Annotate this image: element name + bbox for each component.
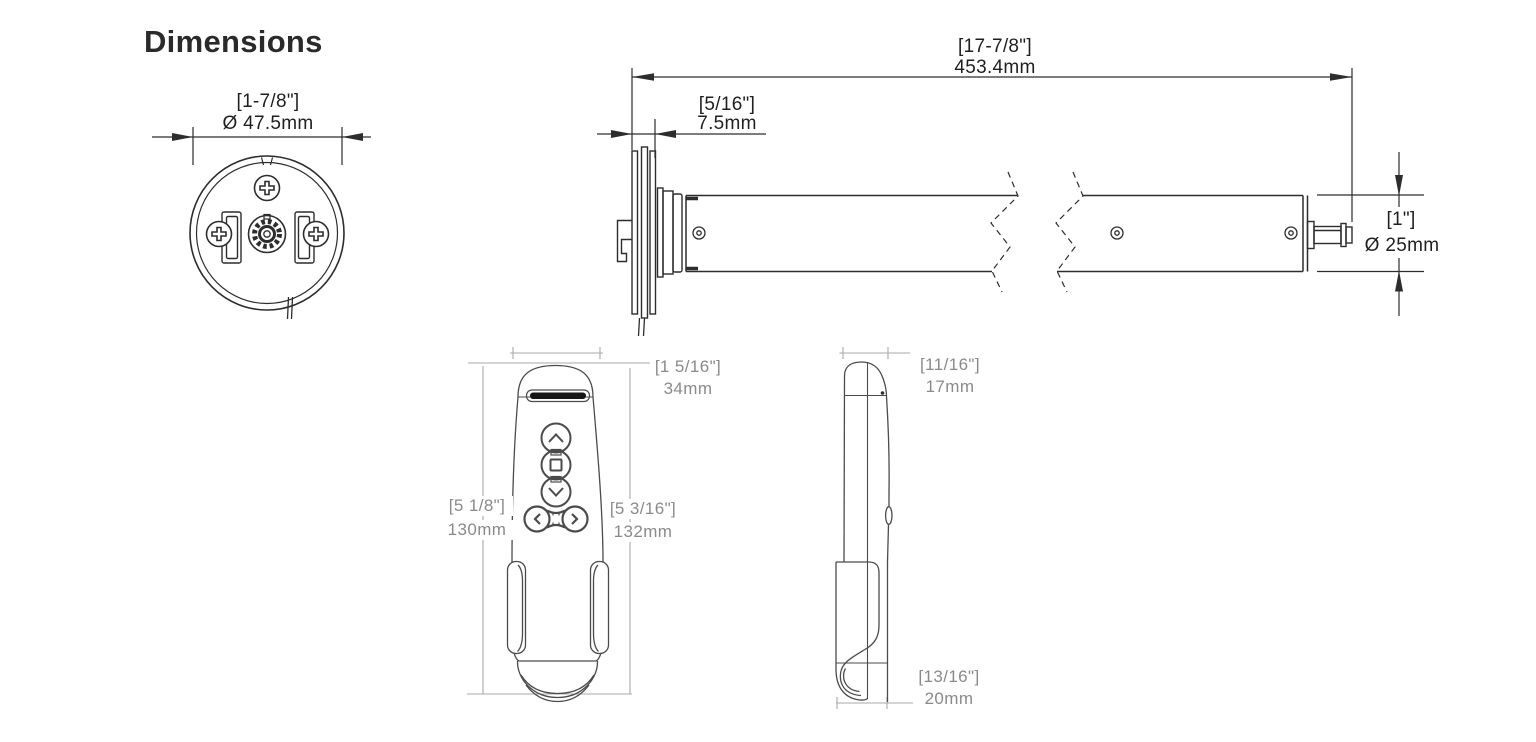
power-wire [286, 296, 294, 320]
dim-bracket-imperial: [5/16"] [698, 94, 756, 115]
stop-button[interactable] [540, 449, 572, 481]
tube-diameter-dimension [1317, 152, 1424, 316]
side-button[interactable] [884, 506, 893, 525]
dim-remote-body-height-imperial: [5 1/8"] [441, 496, 513, 516]
dim-length-imperial: [17-7/8"] [958, 36, 1032, 57]
dim-arrow-icon [342, 133, 363, 141]
screw-icon [1110, 226, 1124, 240]
screw-icon [205, 220, 233, 248]
chevron-right-icon [571, 513, 579, 525]
dim-remote-holder-depth-metric: 20mm [924, 689, 974, 708]
holder-clip-profile [835, 561, 888, 701]
dim-remote-holder-height-imperial: [5 3/16"] [604, 499, 682, 519]
screw-icon [1284, 226, 1298, 240]
dim-remote-body-height-metric: 130mm [441, 520, 513, 540]
power-wire [637, 317, 646, 337]
output-shaft [1306, 220, 1353, 250]
motor-side-view [597, 68, 1424, 337]
motor-head [656, 187, 683, 278]
left-right-rocker[interactable] [523, 505, 589, 533]
bracket-dimension [597, 119, 766, 158]
dim-arrow-icon [1395, 270, 1403, 292]
drive-hub [247, 213, 287, 254]
dim-tube-diameter-metric: Ø 25mm [1362, 235, 1442, 257]
chevron-up-icon [548, 433, 564, 443]
down-button[interactable] [540, 476, 572, 508]
chevron-left-icon [533, 513, 541, 525]
page-title: Dimensions [144, 24, 323, 59]
length-dimension [631, 68, 1353, 222]
dim-end-diameter-metric: Ø 47.5mm [222, 113, 314, 134]
stop-square-icon [549, 458, 563, 472]
led-dot [880, 391, 885, 395]
dim-remote-width-imperial: [1 5/16"] [654, 357, 722, 376]
bracket-clip [616, 219, 632, 263]
dim-remote-holder-height-metric: 132mm [604, 522, 682, 542]
motor-end-view [152, 127, 371, 320]
screw-icon [302, 220, 330, 248]
mounting-bracket [616, 146, 657, 337]
dim-length-metric: 453.4mm [954, 57, 1036, 78]
dim-arrow-icon [1395, 175, 1403, 196]
up-button[interactable] [540, 422, 572, 454]
remote-side-view [835, 347, 913, 709]
break-line [990, 171, 1019, 293]
dim-remote-depth-metric: 17mm [925, 377, 975, 396]
screw-icon [253, 174, 281, 202]
dim-tube-diameter-imperial: [1"] [1371, 209, 1431, 231]
remote-side-dimensions [836, 347, 913, 709]
dim-remote-width-metric: 34mm [663, 379, 713, 398]
dim-bracket-metric: 7.5mm [697, 113, 757, 134]
dim-end-diameter-imperial: [1-7/8"] [236, 91, 300, 112]
break-line [1055, 171, 1084, 293]
dim-arrow-icon [1330, 73, 1352, 81]
dim-arrow-icon [632, 73, 654, 81]
chevron-down-icon [548, 487, 564, 497]
dim-arrow-icon [655, 130, 676, 138]
dim-arrow-icon [172, 133, 193, 141]
holder-clips [506, 560, 610, 655]
dim-remote-holder-depth-imperial: [13/16"] [918, 667, 980, 686]
diameter-dimension [152, 127, 371, 165]
led-indicator [525, 389, 591, 403]
dim-remote-depth-imperial: [11/16"] [920, 355, 980, 374]
dim-arrow-icon [611, 130, 632, 138]
screw-icon [692, 226, 706, 240]
